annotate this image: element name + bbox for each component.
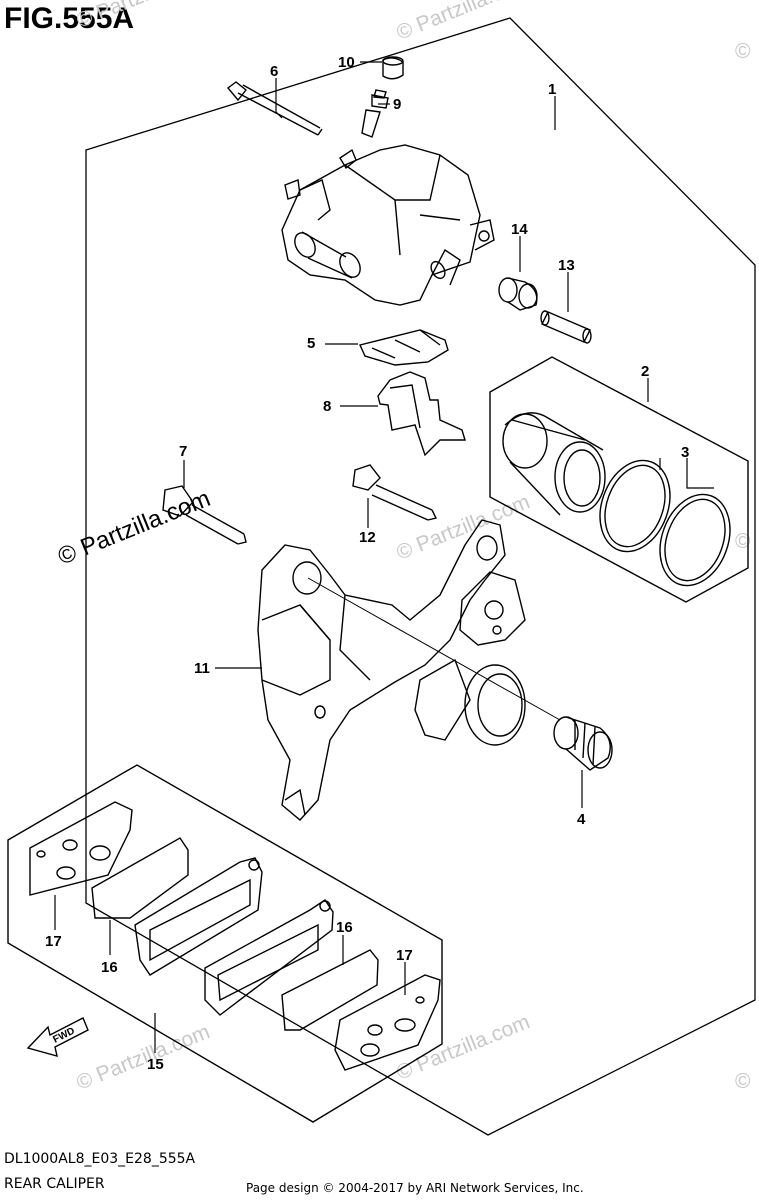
watermark-copyright: ©	[735, 1070, 751, 1093]
bleeder-cap-10	[382, 56, 404, 80]
callout-numbers: 1 2 3 4 5 6 7 8 9 10 11 12 13 14 15 16 1…	[45, 54, 689, 1073]
pad-spring-5	[359, 329, 449, 366]
callout-3: 3	[681, 444, 689, 461]
watermark-text: © Partzilla.com	[73, 0, 213, 33]
callout-2: 2	[641, 363, 649, 380]
callout-17a: 17	[45, 933, 62, 950]
callout-12: 12	[359, 529, 376, 546]
watermark-text: © Partzilla.com	[393, 0, 533, 45]
diagram-subtitle: REAR CALIPER	[4, 1176, 105, 1192]
piston-2	[502, 412, 606, 516]
callout-17b: 17	[396, 947, 413, 964]
callout-4: 4	[577, 811, 586, 828]
watermarks: © Partzilla.com © Partzilla.com © Partzi…	[54, 0, 751, 1095]
callout-7: 7	[179, 443, 187, 460]
watermark-text: © Partzilla.com	[393, 1010, 533, 1084]
pad-retainer-8	[377, 371, 466, 457]
bolt-12	[352, 464, 438, 521]
callout-16b: 16	[336, 919, 353, 936]
bleeder-screw-9	[361, 89, 389, 138]
pad-shim-17a	[29, 801, 133, 896]
callout-13: 13	[558, 257, 575, 274]
callout-1: 1	[548, 81, 556, 98]
caliper-bracket-11	[257, 519, 561, 821]
callout-16a: 16	[101, 959, 118, 976]
bolt-7	[162, 485, 247, 545]
pad-set-outline	[7, 764, 443, 1123]
brake-pad-a	[134, 857, 263, 976]
caliper-body	[281, 144, 495, 306]
callout-14: 14	[511, 221, 528, 238]
callout-9: 9	[393, 96, 401, 113]
fwd-arrow-icon: FWD	[26, 1017, 89, 1057]
brake-pad-b	[204, 899, 334, 1016]
piston-kit-outline	[489, 356, 749, 603]
watermark-text: © Partzilla.com	[73, 1020, 213, 1094]
pad-shim-16a	[91, 837, 189, 919]
diagram-code: DL1000AL8_E03_E28_555A	[4, 1151, 196, 1167]
watermark-copyright: ©	[735, 530, 751, 553]
sleeve-13	[540, 310, 592, 344]
pad-shim-17b	[334, 974, 441, 1071]
page-credit: Page design © 2004-2017 by ARI Network S…	[246, 1181, 584, 1195]
boot-4	[553, 716, 613, 771]
figure-title: FIG.555A	[4, 2, 135, 35]
pad-shim-16b	[281, 949, 379, 1031]
assembly-outline	[85, 17, 756, 1136]
callout-8: 8	[323, 398, 331, 415]
boot-14	[498, 277, 538, 311]
leader-lines	[54, 61, 714, 1053]
callout-5: 5	[307, 335, 315, 352]
watermark-copyright: ©	[735, 40, 751, 63]
callout-11: 11	[194, 660, 210, 677]
slide-pin-6	[226, 81, 323, 136]
callout-6: 6	[270, 63, 278, 80]
callout-10: 10	[338, 54, 355, 71]
piston-seals-3	[599, 459, 731, 587]
callout-15: 15	[147, 1056, 164, 1073]
